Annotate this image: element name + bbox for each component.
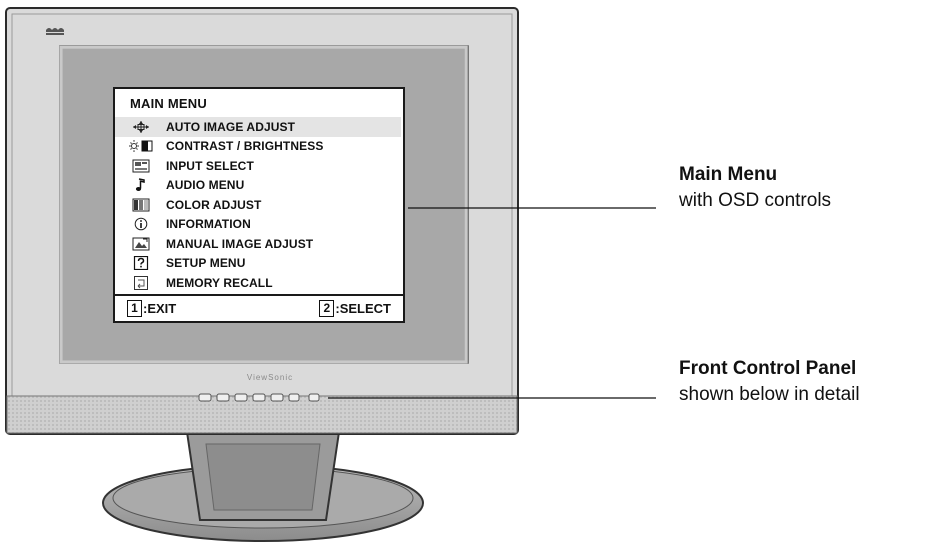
music-note-icon	[128, 177, 154, 193]
osd-menu-title: MAIN MENU	[130, 96, 207, 111]
menu-item-label: MEMORY RECALL	[166, 275, 273, 290]
select-label: :SELECT	[335, 301, 391, 316]
menu-item-setup-menu[interactable]: SETUP MENU	[115, 254, 403, 274]
front-panel-callout-title: Front Control Panel	[679, 358, 857, 379]
info-icon	[128, 216, 154, 232]
menu-item-label: COLOR ADJUST	[166, 197, 262, 212]
input-monitor-icon	[128, 158, 154, 174]
menu-item-audio-menu[interactable]: AUDIO MENU	[115, 176, 403, 196]
select-control[interactable]: 2 :SELECT	[319, 300, 391, 317]
exit-label: :EXIT	[143, 301, 177, 316]
menu-item-manual-image-adjust[interactable]: MANUAL IMAGE ADJUST	[115, 234, 403, 254]
main-menu-callout: Main Menu with OSD controls	[679, 162, 831, 214]
memory-recall-icon	[128, 275, 154, 291]
menu-item-label: SETUP MENU	[166, 256, 246, 271]
main-menu-callout-subtitle: with OSD controls	[679, 190, 832, 211]
menu-item-information[interactable]: INFORMATION	[115, 215, 403, 235]
menu-item-label: INPUT SELECT	[166, 158, 254, 173]
menu-item-auto-image-adjust[interactable]: AUTO IMAGE ADJUST	[115, 117, 401, 137]
color-bars-icon	[128, 197, 154, 213]
menu-item-memory-recall[interactable]: MEMORY RECALL	[115, 273, 403, 293]
exit-key-box: 1	[127, 300, 142, 317]
menu-item-contrast-brightness[interactable]: CONTRAST / BRIGHTNESS	[115, 137, 403, 157]
question-box-icon	[128, 255, 154, 271]
osd-main-menu: MAIN MENU AUTO IMAGE ADJUST	[113, 87, 405, 323]
logo-icon	[46, 28, 64, 35]
menu-item-label: INFORMATION	[166, 217, 251, 232]
exit-control[interactable]: 1 :EXIT	[127, 300, 176, 317]
crosshair-arrows-icon	[128, 119, 154, 135]
menu-item-color-adjust[interactable]: COLOR ADJUST	[115, 195, 403, 215]
main-menu-callout-title: Main Menu	[679, 164, 778, 185]
manual-image-icon	[128, 236, 154, 252]
osd-footer: 1 :EXIT 2 :SELECT	[115, 294, 403, 321]
brand-label: ViewSonic	[246, 373, 294, 382]
menu-item-label: AUTO IMAGE ADJUST	[166, 119, 296, 134]
osd-menu-list: AUTO IMAGE ADJUST CONTRAST / BRIGHTNESS	[115, 117, 403, 293]
select-key-box: 2	[319, 300, 335, 317]
front-panel-callout: Front Control Panel shown below in detai…	[679, 356, 860, 408]
menu-item-label: CONTRAST / BRIGHTNESS	[166, 139, 324, 154]
speaker-grille	[6, 395, 518, 434]
menu-item-input-select[interactable]: INPUT SELECT	[115, 156, 403, 176]
front-panel-callout-subtitle: shown below in detail	[679, 384, 860, 405]
sun-contrast-icon	[128, 138, 154, 154]
front-control-buttons	[198, 393, 320, 402]
menu-item-label: MANUAL IMAGE ADJUST	[166, 236, 314, 251]
menu-item-label: AUDIO MENU	[166, 178, 245, 193]
